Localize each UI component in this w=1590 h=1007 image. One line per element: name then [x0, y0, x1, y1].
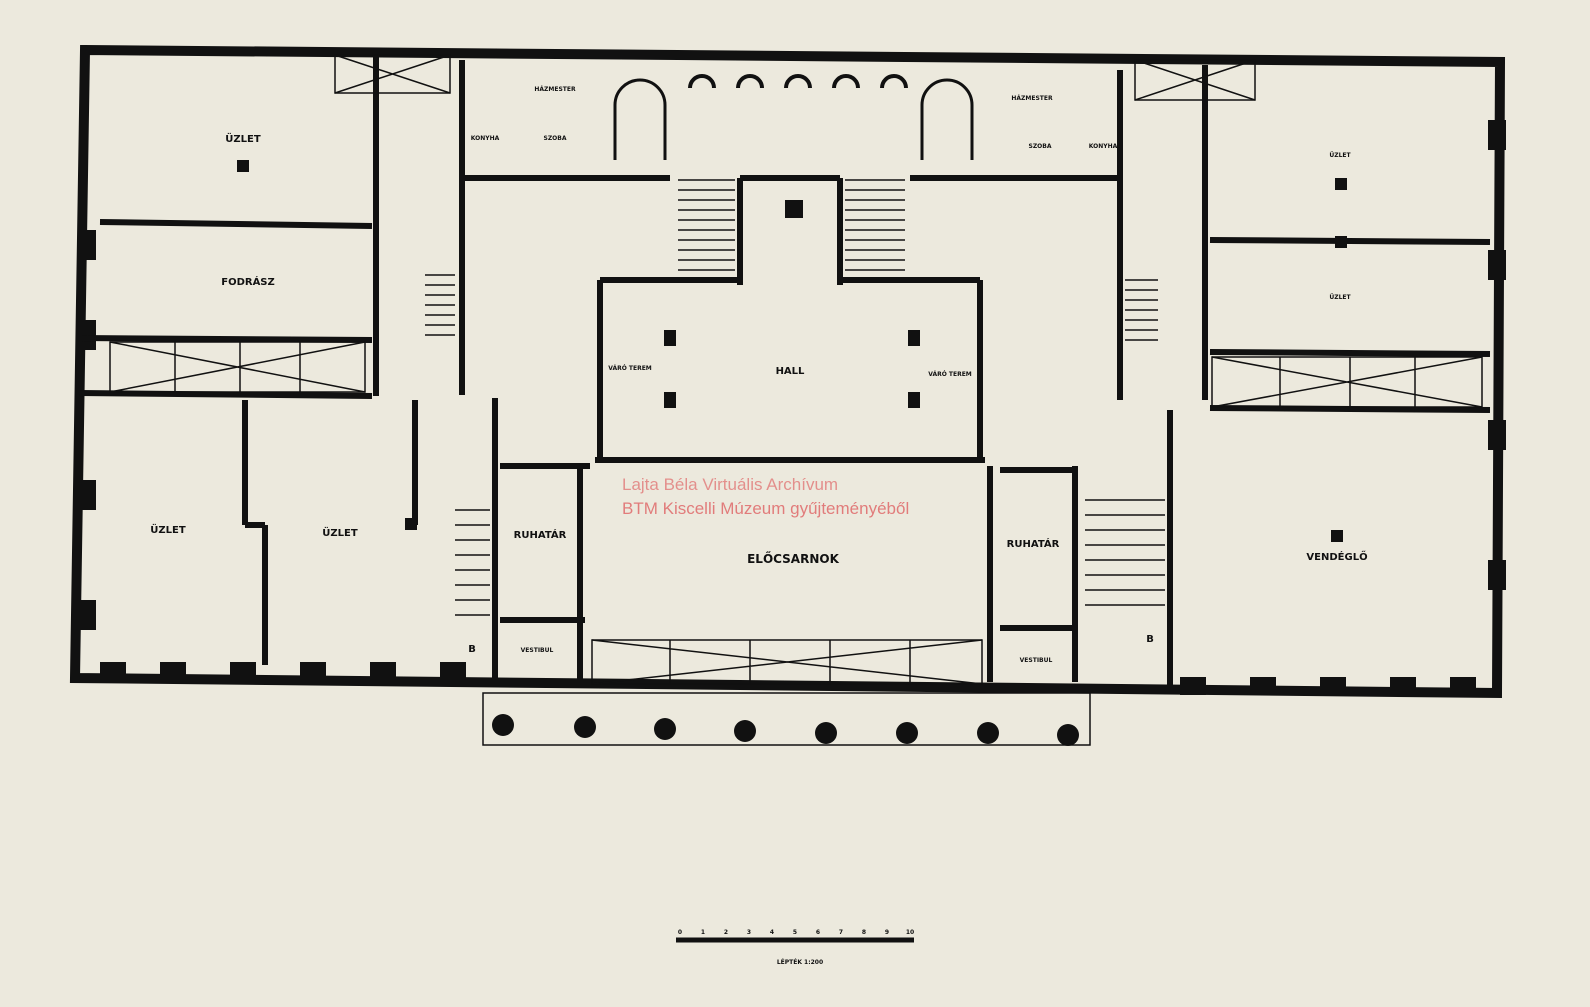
label-vestibul-right: VESTIBUL	[1020, 657, 1053, 664]
label-hall: HALL	[776, 366, 805, 377]
scale-tick: 2	[724, 929, 728, 936]
outer-walls	[69, 44, 1506, 699]
label-uzlet-bottom-left-1: ÜZLET	[150, 522, 186, 536]
label-hazmester-left: HÁZMESTER	[534, 86, 576, 93]
label-fodrasz: FODRÁSZ	[221, 275, 275, 288]
interior-walls	[79, 55, 1491, 690]
label-vestibul-left: VESTIBUL	[521, 647, 554, 654]
label-uzlet-bottom-left-2: ÜZLET	[322, 525, 358, 539]
label-konyha-left: KONYHA	[471, 135, 500, 142]
scale-tick: 3	[747, 929, 751, 936]
label-uzlet-top-left: ÜZLET	[225, 131, 261, 145]
label-ruhatar-right: RUHATÁR	[1007, 537, 1060, 550]
scale-tick: 6	[816, 929, 820, 936]
scale-tick: 4	[770, 929, 774, 936]
scale-tick: 10	[906, 929, 914, 936]
scale-tick: 8	[862, 929, 866, 936]
scale-bar: 0 1 2 3 4 5 6 7 8 9 10 LÉPTÉK 1:200	[676, 929, 914, 966]
label-uzlet-right-1: ÜZLET	[1329, 152, 1351, 159]
label-szoba-right: SZOBA	[1029, 143, 1052, 150]
arcade-arches	[688, 74, 908, 89]
portico-columns	[482, 692, 1091, 746]
label-hazmester-right: HÁZMESTER	[1011, 95, 1053, 102]
label-eloicsarnok: ELŐCSARNOK	[747, 551, 839, 566]
room-labels: ÜZLET FODRÁSZ ÜZLET ÜZLET HÁZMESTER KONY…	[150, 86, 1367, 664]
label-vendeglo: VENDÉGLŐ	[1306, 549, 1367, 563]
label-b-left: B	[468, 644, 476, 655]
staircases	[425, 179, 1165, 616]
scale-tick: 1	[701, 929, 705, 936]
piers	[237, 160, 1347, 542]
scale-tick: 7	[839, 929, 843, 936]
label-uzlet-right-2: ÜZLET	[1329, 294, 1351, 301]
scale-caption: LÉPTÉK 1:200	[777, 958, 823, 966]
label-b-right: B	[1146, 634, 1154, 645]
spiral-stairs	[613, 78, 974, 160]
label-ruhatar-left: RUHATÁR	[514, 528, 567, 541]
label-varo-terem-right: VÁRÓ TEREM	[928, 371, 972, 378]
label-konyha-right: KONYHA	[1089, 143, 1118, 150]
patterned-floor	[109, 54, 1483, 685]
watermark-line-1: Lajta Béla Virtuális Archívum	[622, 475, 839, 494]
watermark-line-2: BTM Kiscelli Múzeum gyűjteményéből	[622, 499, 910, 518]
scale-tick: 5	[793, 929, 797, 936]
label-szoba-left: SZOBA	[544, 135, 567, 142]
scale-tick: 9	[885, 929, 889, 936]
scale-tick: 0	[678, 929, 682, 936]
label-varo-terem-left: VÁRÓ TEREM	[608, 365, 652, 372]
window-marks	[78, 120, 1506, 695]
